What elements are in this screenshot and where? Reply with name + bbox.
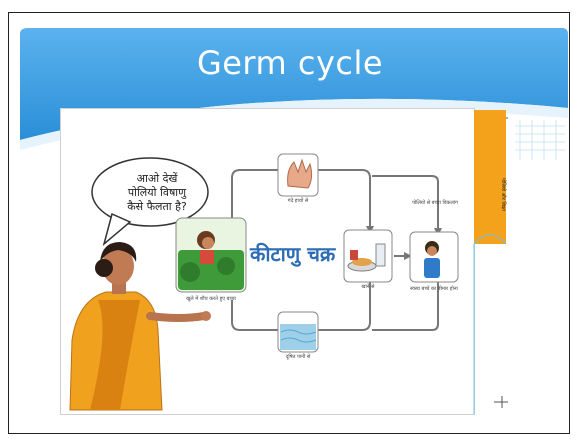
caption-child-field: खुले में शौच करते हुए बच्चा	[186, 296, 236, 302]
caption-water: दूषित पानी से	[285, 354, 311, 360]
dirty-hands-image	[277, 153, 319, 197]
caption-top-right: पोलियो से बच्चा विकलांग	[412, 200, 458, 206]
food-image	[343, 229, 393, 283]
bubble-line-3: कैसे फैलता है?	[127, 200, 187, 213]
side-label: पोलियो और शिक्षा	[500, 178, 506, 211]
bubble-line-2: पोलियो विषाणु	[127, 186, 187, 199]
sick-child-image	[409, 231, 459, 283]
bubble-line-1: आओ देखें	[136, 172, 178, 185]
speech-bubble	[91, 157, 209, 227]
caption-food: खाने से	[361, 284, 375, 290]
speech-bubble-text: आओ देखें पोलियो विषाणु कैसे फैलता है?	[110, 172, 204, 214]
orange-side-strip	[474, 110, 506, 244]
caption-hands: गंदे हाथों से	[287, 198, 309, 204]
caption-sick-child: स्वस्थ बच्चे का बीमार होना	[410, 286, 458, 292]
slide-title: Germ cycle	[196, 44, 384, 82]
cycle-title: कीटाणु चक्र	[250, 242, 336, 266]
teacher-illustration	[69, 242, 211, 411]
child-field-image	[175, 217, 247, 293]
dirty-water-image	[277, 311, 319, 353]
